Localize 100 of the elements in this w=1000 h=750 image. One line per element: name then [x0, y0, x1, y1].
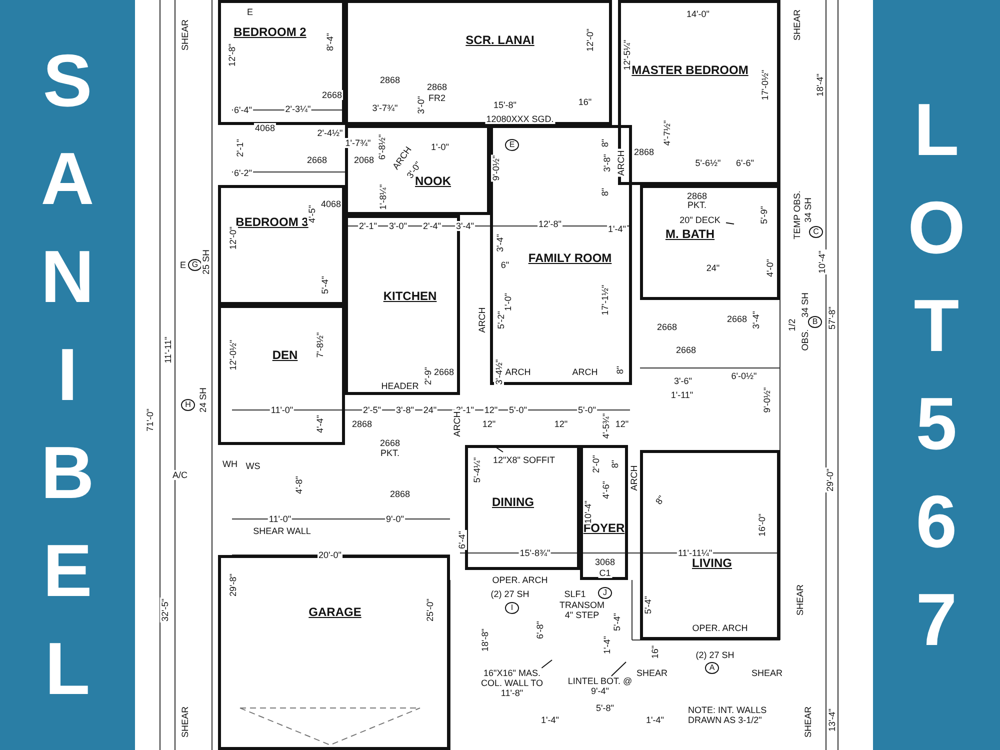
- plan-annotation: 2668: [726, 314, 748, 324]
- plan-annotation: 2868: [388, 489, 412, 499]
- plan-annotation: SHEAR: [792, 8, 802, 42]
- plan-annotation: 8": [600, 138, 610, 148]
- plan-annotation: 12'-8": [227, 42, 237, 68]
- plan-annotation: 2868: [426, 82, 448, 92]
- plan-annotation: 2668: [656, 322, 678, 332]
- plan-annotation: 17'-1½": [600, 284, 610, 316]
- plan-annotation: 2668: [378, 438, 402, 448]
- room-outline: [218, 185, 345, 305]
- plan-annotation: 4'-6": [601, 480, 611, 500]
- plan-annotation: 16": [650, 644, 660, 660]
- plan-annotation: 3'-8": [602, 153, 612, 173]
- grid-marker: J: [598, 587, 612, 599]
- plan-annotation: 6'-4": [457, 530, 467, 550]
- plan-annotation: 2668: [432, 367, 456, 377]
- plan-annotation: 57'-8": [827, 306, 837, 330]
- plan-annotation: 25 SH: [201, 248, 211, 276]
- plan-annotation: 5'-0": [577, 405, 597, 415]
- plan-annotation: 18'-4": [815, 72, 825, 98]
- plan-annotation: 12'-5¼": [622, 38, 632, 72]
- leader-line: [726, 222, 734, 224]
- plan-annotation: 2868: [632, 147, 656, 157]
- room-name: FAMILY ROOM: [528, 251, 612, 265]
- plan-annotation: 18'-8": [480, 628, 490, 652]
- grid-marker: C: [809, 226, 823, 238]
- plan-annotation: 5'-4¼": [472, 456, 482, 484]
- plan-annotation: 29'-0": [825, 468, 835, 492]
- title-banner: SANIBEL: [0, 0, 135, 750]
- plan-annotation: PKT.: [380, 448, 400, 458]
- plan-annotation: ARCH: [504, 367, 532, 377]
- room-outline: [218, 305, 345, 445]
- plan-annotation: 1'-7¾": [344, 138, 372, 148]
- plan-annotation: OPER. ARCH: [491, 575, 549, 585]
- plan-annotation: ARCH: [452, 410, 462, 438]
- plan-annotation: 9'-0½": [491, 154, 501, 182]
- room-outline: [465, 445, 580, 570]
- title-banner: LOT 567: [873, 0, 1000, 750]
- plan-annotation: 24": [422, 405, 438, 415]
- plan-annotation: 11'-11¼": [676, 548, 714, 558]
- room-outline: [345, 125, 490, 215]
- plan-annotation: 10'-4": [817, 250, 827, 274]
- plan-annotation: 7'-8½": [315, 331, 325, 359]
- plan-annotation: 12'-0": [585, 28, 595, 52]
- plan-annotation: 6'-8½": [377, 133, 387, 161]
- plan-annotation: 3'-6": [673, 376, 693, 386]
- plan-annotation: 12'-0½": [228, 338, 238, 372]
- plan-annotation: 15'-8¾": [518, 548, 552, 558]
- plan-annotation: 3'-0": [416, 95, 426, 115]
- plan-annotation: 11'-0": [270, 405, 294, 415]
- plan-annotation: 12": [614, 419, 630, 429]
- plan-annotation: 2668: [320, 90, 344, 100]
- plan-annotation: 1'-4": [602, 635, 612, 655]
- plan-annotation: 2868: [686, 191, 708, 201]
- plan-annotation: 3068: [594, 557, 616, 567]
- plan-annotation: 25'-0": [425, 598, 435, 622]
- plan-annotation: 3'-4½": [494, 358, 504, 386]
- plan-annotation: 3'-4": [495, 233, 505, 253]
- room-outline: [640, 185, 780, 300]
- plan-annotation: 11'-0": [268, 514, 292, 524]
- leader-line: [610, 662, 626, 676]
- plan-annotation: 1'-8¼": [378, 183, 388, 211]
- plan-annotation: SHEAR: [180, 706, 190, 738]
- plan-annotation: SHEAR: [803, 706, 813, 738]
- callout-note: 20" DECK: [671, 215, 729, 227]
- plan-annotation: 3'-8": [395, 405, 415, 415]
- plan-annotation: PKT.: [686, 200, 708, 210]
- plan-annotation: SLF1: [563, 589, 587, 599]
- plan-annotation: 12": [483, 405, 499, 415]
- plan-annotation: C1: [598, 568, 612, 578]
- plan-annotation: 32'-5": [160, 598, 170, 622]
- plan-annotation: 2'-4½": [316, 128, 344, 138]
- plan-annotation: 4'-5¾": [601, 412, 611, 440]
- plan-annotation: 3'-4": [751, 310, 761, 330]
- plan-annotation: A/C: [172, 470, 188, 480]
- plan-annotation: 4068: [254, 123, 276, 133]
- room-name: BEDROOM 2: [234, 25, 306, 39]
- plan-annotation: 34 SH: [800, 292, 810, 318]
- room-name: SCR. LANAI: [466, 33, 534, 47]
- plan-annotation: WH: [222, 459, 238, 469]
- plan-annotation: E: [246, 7, 254, 17]
- plan-annotation: 5'-8": [595, 703, 615, 713]
- grid-marker: H: [181, 399, 195, 411]
- plan-annotation: ARCH: [477, 306, 487, 334]
- plan-annotation: 12": [553, 419, 569, 429]
- plan-annotation: 9'-0½": [762, 386, 772, 414]
- plan-annotation: 2'-4": [422, 221, 442, 231]
- plan-annotation: (2) 27 SH: [694, 650, 736, 660]
- plan-annotation: ARCH: [629, 464, 639, 492]
- plan-annotation: 17'-0½": [760, 68, 770, 102]
- plan-annotation: 6'-0½": [730, 371, 758, 381]
- plan-annotation: 2'-9": [423, 366, 433, 386]
- plan-annotation: ARCH: [571, 367, 599, 377]
- plan-annotation: 2'-3¼": [284, 104, 312, 114]
- plan-annotation: 4'-4": [315, 414, 325, 434]
- room-name: M. BATH: [665, 227, 715, 241]
- plan-annotation: 1/2: [787, 318, 797, 332]
- plan-annotation: 12'-0": [228, 226, 238, 250]
- plan-annotation: SHEAR: [636, 668, 668, 678]
- plan-annotation: 71'-0": [145, 408, 155, 432]
